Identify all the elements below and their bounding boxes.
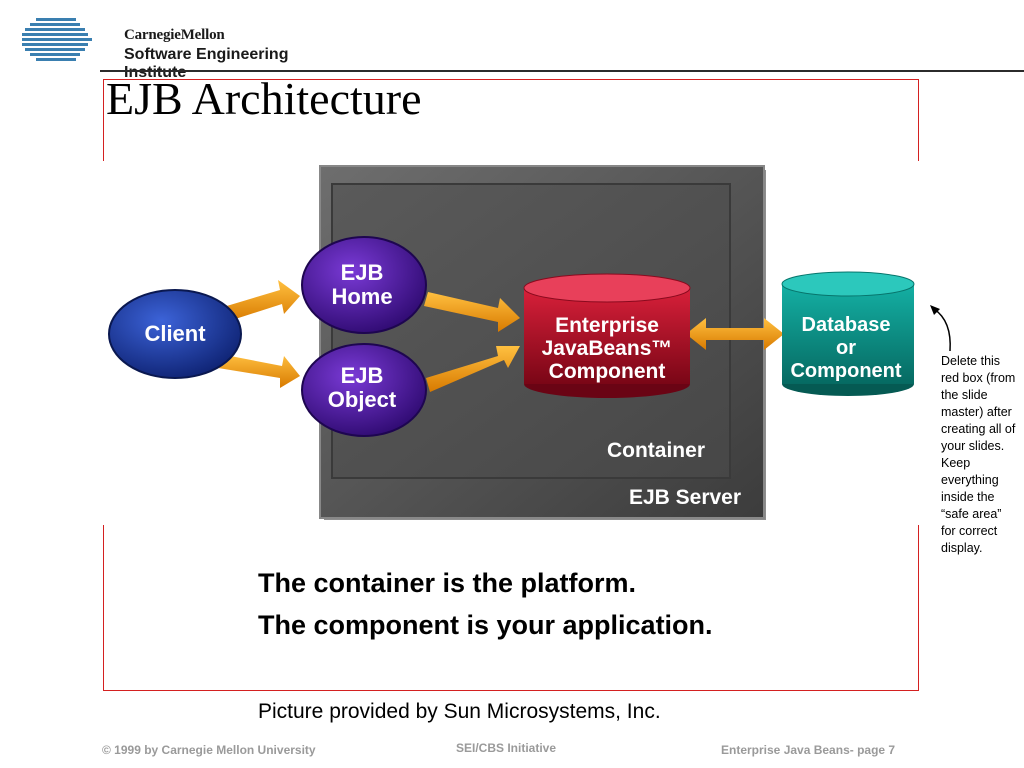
database-label-3: Component	[790, 360, 901, 382]
note-pointer-arrow-icon	[930, 305, 951, 352]
footer-page-number: Enterprise Java Beans- page 7	[721, 743, 896, 757]
client-label: Client	[144, 321, 206, 346]
arrow-component-database	[686, 318, 784, 350]
cmu-logo-icon	[22, 18, 92, 61]
client-node: Client	[108, 289, 242, 379]
slide-title: EJB Architecture	[106, 73, 422, 124]
arrow-object-to-component	[426, 346, 520, 392]
component-label-1: Enterprise	[555, 314, 659, 337]
safe-area-border-right-upper	[918, 79, 919, 161]
arrow-home-to-component	[424, 292, 520, 332]
safe-area-border-bottom	[103, 690, 919, 691]
safe-area-border-right-lower	[918, 525, 919, 691]
institute-name: Software Engineering Institute	[124, 46, 289, 81]
component-label-3: Component	[549, 360, 666, 383]
container-label: Container	[607, 439, 705, 462]
cmu-sei-logo: CarnegieMellon Software Engineering Inst…	[22, 16, 352, 81]
slide-caption: The container is the platform. The compo…	[258, 562, 713, 646]
safe-area-note: Delete this red box (from the slide mast…	[941, 354, 1016, 555]
database-label-1: Database	[802, 314, 891, 336]
ejb-home-label-2: Home	[331, 284, 392, 309]
ejb-component-node: Enterprise JavaBeans™ Component	[523, 273, 691, 398]
ejb-home-node: EJB Home	[301, 236, 427, 334]
database-node: Database or Component	[781, 271, 915, 396]
org-name: CarnegieMellon	[124, 27, 225, 43]
ejb-object-label-1: EJB	[341, 363, 384, 388]
safe-area-border-top	[103, 79, 919, 80]
picture-credit: Picture provided by Sun Microsystems, In…	[258, 700, 661, 723]
safe-area-border-left-lower	[103, 525, 104, 691]
ejb-object-node: EJB Object	[301, 343, 427, 437]
arrow-client-to-home	[220, 280, 300, 322]
header-divider	[100, 70, 1024, 72]
footer-copyright: © 1999 by Carnegie Mellon University	[102, 743, 316, 757]
arrow-client-to-object	[218, 354, 300, 388]
ejb-object-label-2: Object	[328, 387, 397, 412]
ejb-architecture-diagram: Client EJB Home EJB Object Enterprise Ja…	[108, 165, 915, 520]
ejb-home-label-1: EJB	[341, 260, 384, 285]
caption-line-1: The container is the platform.	[258, 568, 637, 598]
footer-initiative: SEI/CBS Initiative	[456, 741, 557, 755]
safe-area-border-left-upper	[103, 79, 104, 161]
component-label-2: JavaBeans™	[542, 337, 673, 360]
caption-line-2: The component is your application.	[258, 610, 713, 640]
database-label-2: or	[836, 337, 856, 359]
server-label: EJB Server	[629, 486, 741, 509]
